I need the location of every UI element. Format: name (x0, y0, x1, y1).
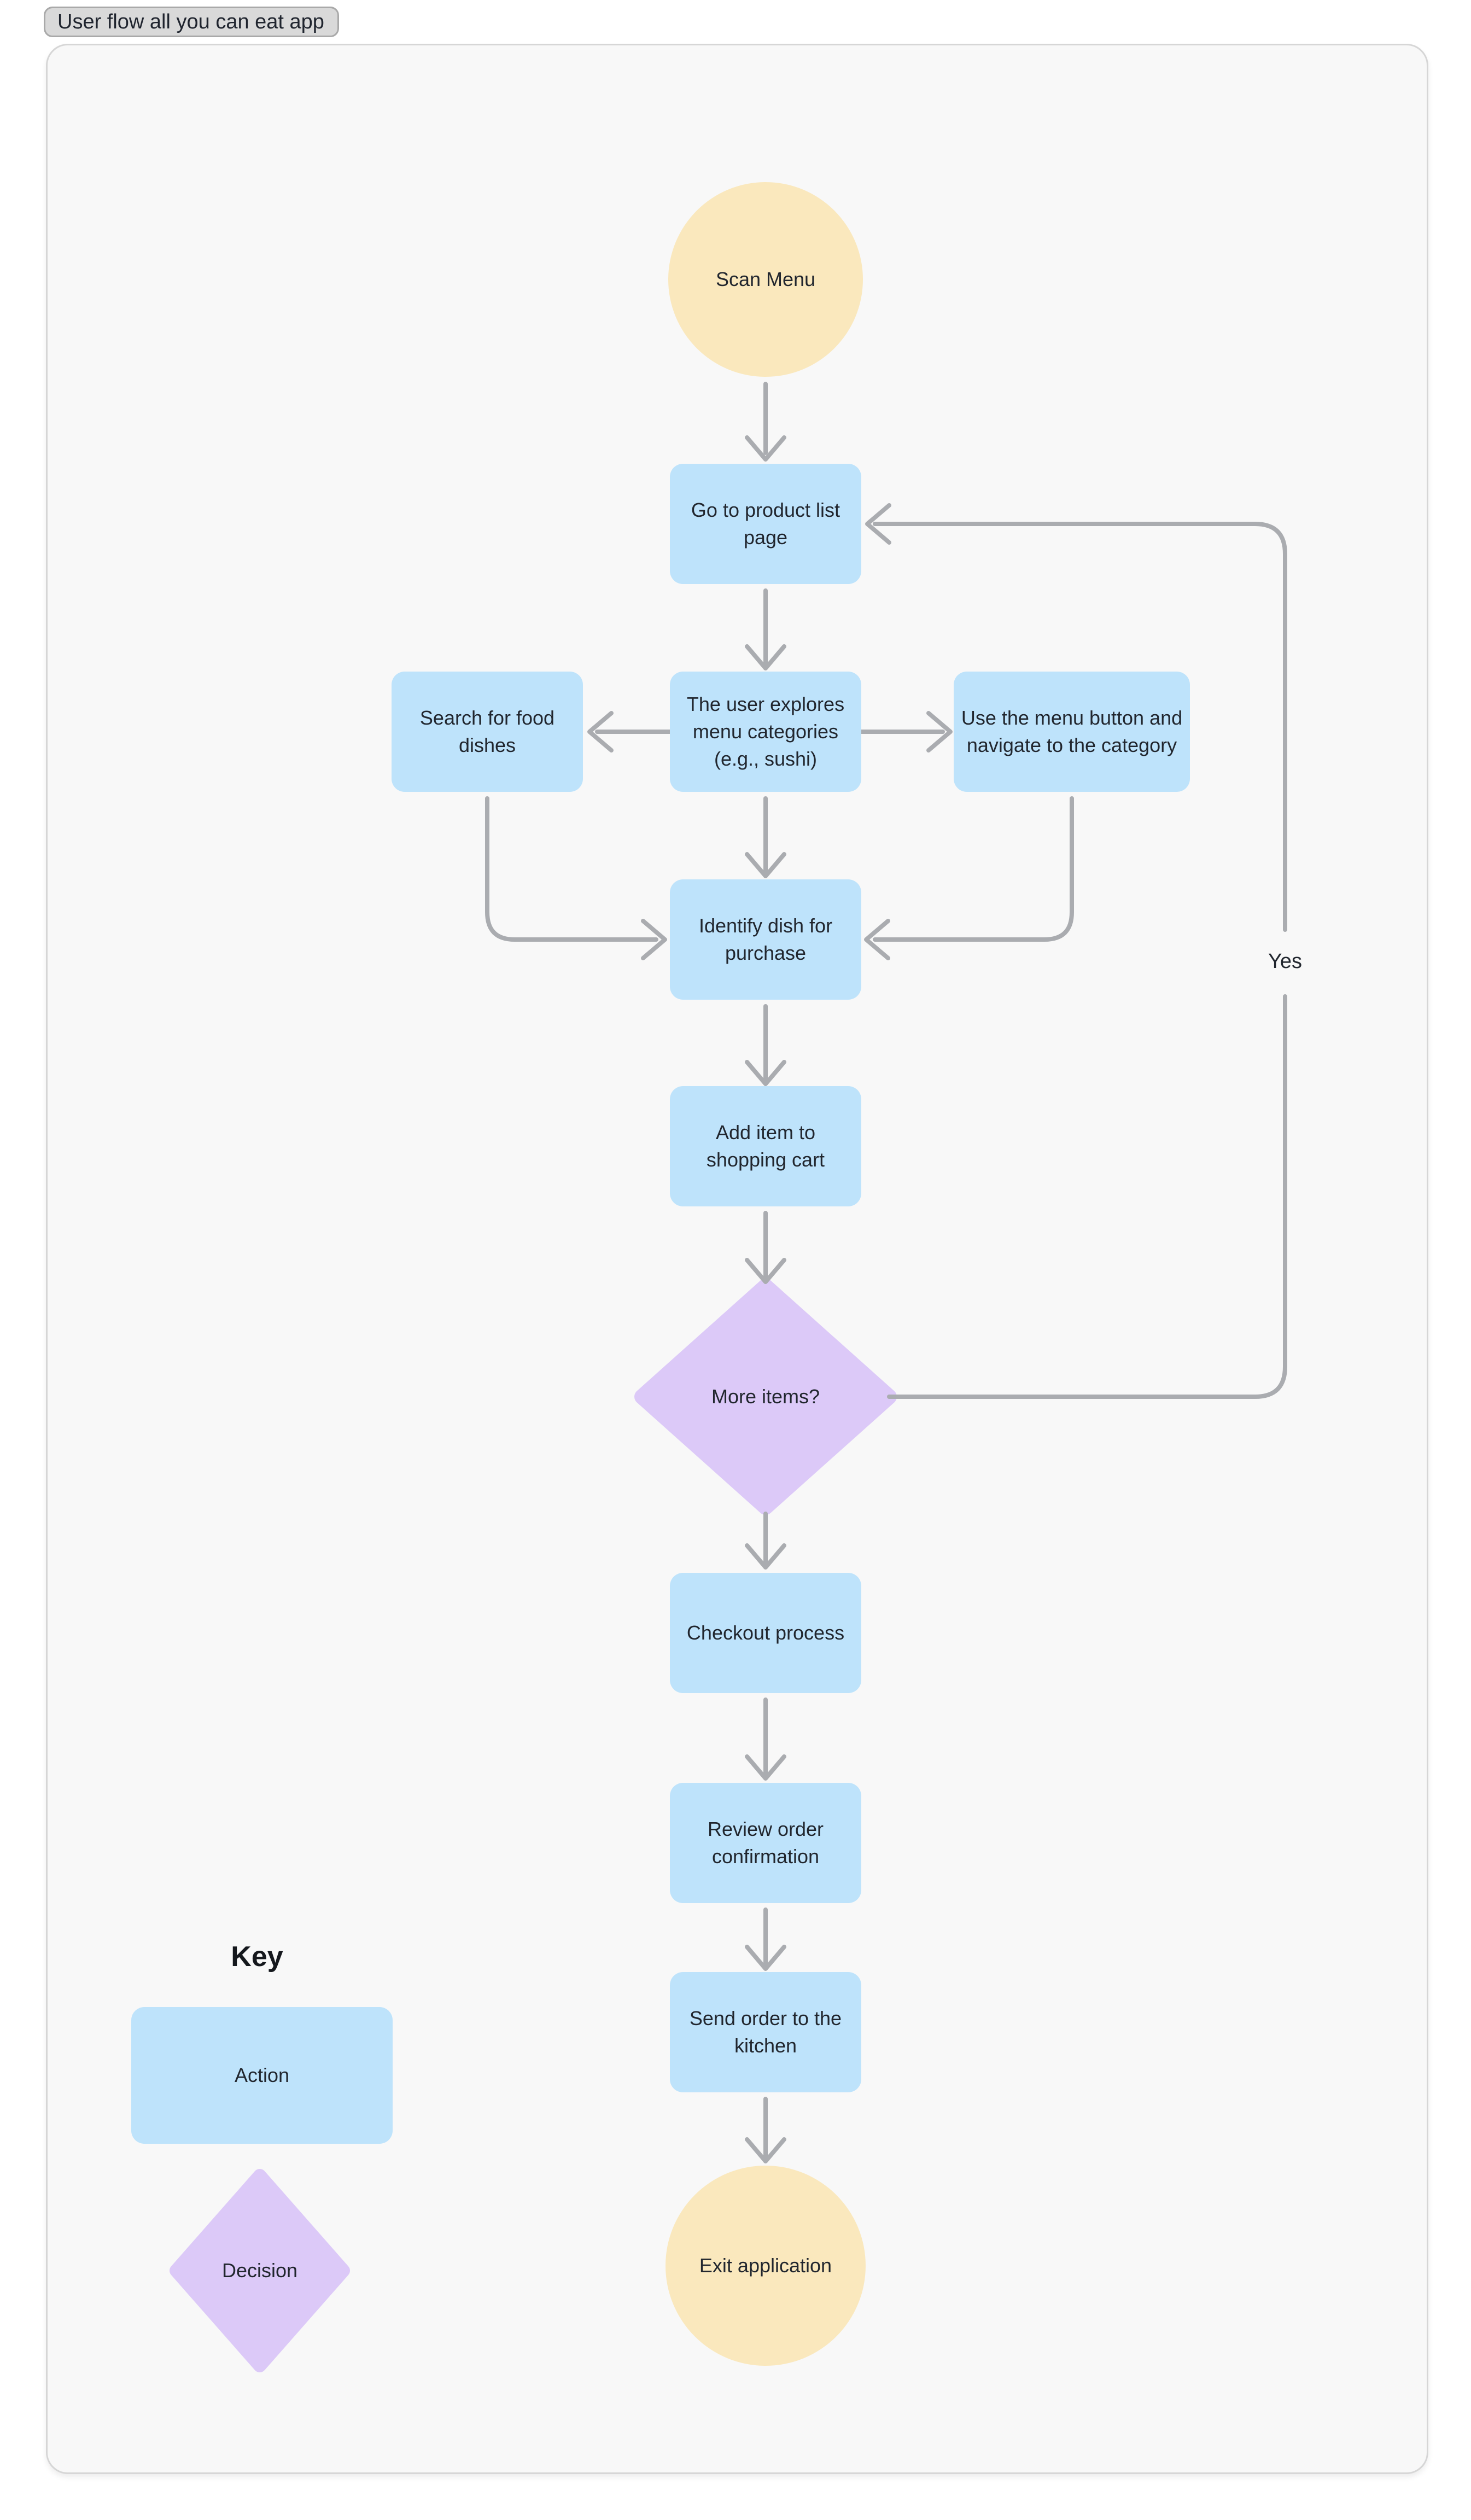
node-go-to-product-list[interactable]: Go to product list page (670, 464, 861, 584)
node-send-order-to-kitchen[interactable]: Send order to the kitchen (670, 1972, 861, 2092)
legend-title: Key (231, 1941, 283, 1973)
node-menu-button-navigate[interactable]: Use the menu button and navigate to the … (954, 672, 1190, 792)
node-checkout-process[interactable]: Checkout process (670, 1573, 861, 1693)
node-add-item-to-cart[interactable]: Add item to shopping cart (670, 1086, 861, 1206)
node-explore-menu-categories[interactable]: The user explores menu categories (e.g.,… (670, 672, 861, 792)
node-identify-dish[interactable]: Identify dish for purchase (670, 879, 861, 1000)
flow-title-tab[interactable]: User flow all you can eat app (44, 7, 339, 37)
edge-label-yes: Yes (1268, 949, 1302, 973)
node-review-order-confirmation[interactable]: Review order confirmation (670, 1783, 861, 1903)
legend-decision-sample[interactable]: Decision (221, 2259, 298, 2282)
node-exit-application[interactable]: Exit application (666, 2166, 866, 2366)
legend-action-sample[interactable]: Action (131, 2007, 393, 2144)
node-search-for-food-dishes[interactable]: Search for food dishes (392, 672, 583, 792)
node-more-items-decision[interactable]: More items? (711, 1385, 820, 1408)
node-scan-menu[interactable]: Scan Menu (668, 182, 863, 377)
